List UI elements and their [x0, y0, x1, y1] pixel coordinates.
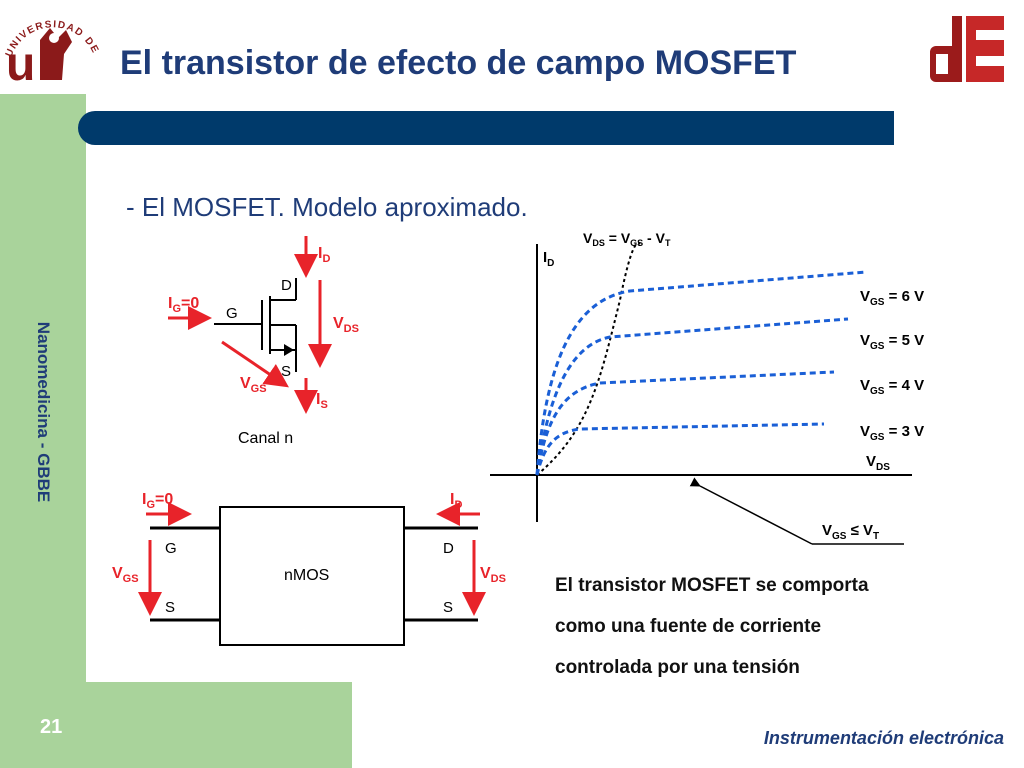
curve-label-vgs-5: VGS = 5 V [860, 332, 924, 352]
slide-subtitle: - El MOSFET. Modelo aproximado. [126, 192, 528, 222]
block-source-right: S [443, 599, 453, 616]
gate-label: G [226, 305, 238, 322]
vds-label: VDS [333, 315, 359, 335]
block-vds-label: VDS [480, 565, 506, 585]
cutoff-arrow [689, 477, 813, 545]
curve-vgs-4 [535, 370, 835, 476]
footer-background [0, 682, 352, 768]
block-name: nMOS [284, 567, 329, 584]
block-id-label: ID [450, 491, 462, 511]
svg-text:u: u [6, 38, 35, 91]
statement-line: como una fuente de corriente [555, 616, 822, 637]
drain-label: D [281, 277, 292, 294]
symbol-caption: Canal n [238, 430, 293, 447]
statement-line: El transistor MOSFET se comporta [555, 575, 869, 596]
boundary-label: VDS = VGS - VT [583, 230, 671, 248]
block-vgs-label: VGS [112, 565, 139, 585]
conclusion-statement: El transistor MOSFET se comporta como un… [555, 565, 975, 688]
slide-title: El transistor de efecto de campo MOSFET [120, 44, 797, 82]
vgs-voltage-arrow [221, 340, 289, 388]
page-number: 21 [40, 716, 63, 738]
vgs-label: VGS [240, 375, 267, 395]
statement-line: controlada por una tensión [555, 657, 800, 678]
block-drain-label: D [443, 540, 454, 557]
sidebar-background [0, 94, 86, 768]
footer-course: Instrumentación electrónica [763, 728, 1004, 748]
source-label: S [281, 363, 291, 380]
department-logo: dE [930, 16, 1004, 82]
ig-label: IG=0 [168, 295, 199, 315]
curve-vgs-3 [535, 422, 825, 476]
curve-label-vgs-4: VGS = 4 V [860, 377, 924, 397]
mosfet-symbol [214, 278, 297, 372]
id-label: ID [318, 245, 330, 265]
block-gate-label: G [165, 540, 177, 557]
curve-label-vgs-3: VGS = 3 V [860, 423, 924, 443]
curve-label-vgs-6: VGS = 6 V [860, 288, 924, 308]
x-axis-label: VDS [866, 453, 890, 473]
is-label: IS [316, 391, 328, 411]
block-ig-label: IG=0 [142, 491, 173, 511]
y-axis-label: ID [543, 249, 554, 269]
curve-vgs-5 [535, 317, 849, 476]
saturation-boundary-curve [536, 242, 641, 476]
university-seal-logo: UNIVERSIDAD DE SEVILLA u [0, 0, 101, 91]
cutoff-label: VGS ≤ VT [822, 522, 879, 542]
curve-vgs-6 [535, 270, 867, 476]
nmos-block [219, 506, 405, 646]
block-source-left: S [165, 599, 175, 616]
title-bar [78, 111, 894, 145]
